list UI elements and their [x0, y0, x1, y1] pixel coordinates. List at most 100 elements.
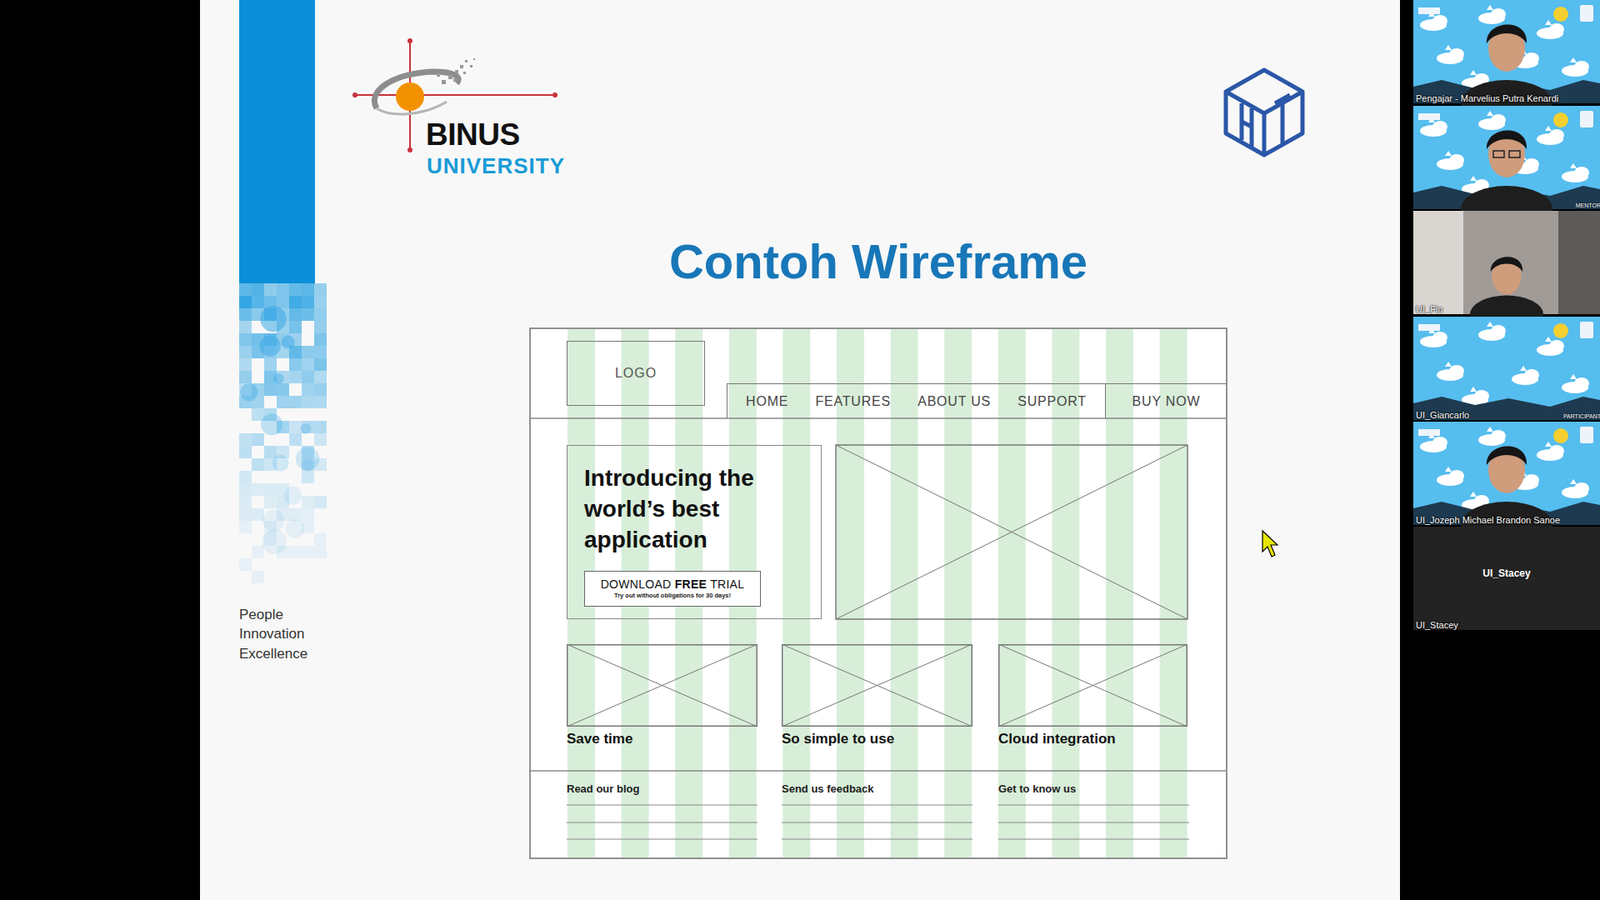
- video-tiles: [1570, 479, 1577, 485]
- wireframe-sheet: [1160, 329, 1188, 858]
- binus-emblem: [453, 78, 457, 82]
- video-tiles: [1580, 321, 1594, 339]
- participant-name: Pengajar - Marvelius Putra Kenardi: [1413, 93, 1561, 105]
- video-tiles: [1493, 150, 1505, 158]
- video-tiles: [1490, 325, 1506, 337]
- video-tiles: [1511, 365, 1540, 385]
- node-text: DOWNLOAD FREE TRIAL: [600, 578, 745, 591]
- blue-bar: [264, 445, 277, 459]
- blue-bar: [251, 458, 265, 471]
- blue-bar: [301, 358, 315, 371]
- video-tiles: [1574, 377, 1590, 390]
- blue-bar: [314, 545, 327, 559]
- video-tiles: [1478, 5, 1506, 25]
- blue-bar: [276, 295, 290, 309]
- video-tiles: [1486, 445, 1527, 465]
- video-tiles: [1445, 45, 1452, 50]
- blue-bar: [295, 446, 320, 471]
- video-tiles: [1549, 129, 1565, 141]
- video-tiles: [1490, 8, 1506, 20]
- blue-bar: [301, 345, 315, 359]
- video-tiles: [1470, 175, 1477, 181]
- video-tiles: [1436, 361, 1465, 381]
- binus-emblem: [407, 147, 413, 153]
- video-tiles: [1436, 45, 1465, 65]
- wireframe-sheet: [530, 328, 1227, 859]
- video-tiles: [1418, 7, 1440, 15]
- blue-bar: [281, 335, 295, 350]
- blue-bar: [314, 295, 327, 309]
- image-placeholder: [781, 644, 973, 727]
- blue-bar: [251, 408, 265, 421]
- video-tile: UI_GiancarloPARTICIPANT: [1413, 316, 1600, 422]
- blue-bar: [239, 445, 252, 459]
- blue-bar: [289, 320, 302, 334]
- wireframe-sheet: [998, 821, 1190, 823]
- video-tiles: [1549, 445, 1565, 457]
- blue-bar: [251, 283, 265, 296]
- video-tiles: [1490, 256, 1523, 272]
- video-tiles: [1432, 436, 1448, 449]
- blue-bar: [264, 358, 277, 371]
- video-tiles: [1570, 57, 1577, 63]
- image-cross: [998, 644, 1188, 727]
- wireframe-sheet: [781, 821, 973, 823]
- binus-emblem: [352, 92, 358, 98]
- video-tiles: [1486, 5, 1494, 10]
- blue-bar: [264, 383, 277, 396]
- blue-bar: [314, 333, 327, 346]
- mouse-cursor: [1262, 530, 1278, 557]
- node-text: LOGO: [615, 365, 657, 381]
- video-tiles: [1553, 112, 1569, 128]
- binus-emblem: [470, 65, 473, 68]
- video-tiles: [1449, 470, 1465, 482]
- blue-bar: [262, 510, 285, 532]
- blue-bar: [264, 483, 277, 496]
- blue-bar: [239, 345, 252, 359]
- nav-bar: HOMEFEATURESABOUT USSUPPORT: [726, 383, 1105, 419]
- blue-bar: [314, 358, 327, 371]
- blue-bar: [239, 483, 252, 496]
- blue-bar: [239, 320, 252, 334]
- blue-bar: [314, 533, 327, 546]
- image-cross: [781, 644, 973, 727]
- video-tiles: [1570, 374, 1577, 380]
- wireframe-sheet: [835, 445, 1188, 620]
- blue-bar: [239, 308, 252, 321]
- video-tiles: [1536, 125, 1565, 145]
- binus-emblem: [465, 60, 468, 63]
- role-tag: PARTICIPANT: [1560, 413, 1600, 422]
- feature-card: So simple to use: [781, 644, 976, 753]
- blue-bar: [272, 455, 290, 472]
- slide-title: Contoh Wireframe: [583, 233, 1174, 290]
- video-tiles: [1574, 482, 1590, 495]
- blue-bar: [260, 413, 283, 435]
- blue-bar: [289, 308, 302, 321]
- blue-bar: [251, 433, 265, 446]
- blue-bar: [239, 470, 252, 484]
- video-tiles: [1413, 316, 1600, 420]
- video-tiles: [1436, 150, 1465, 170]
- video-tiles: [1470, 491, 1477, 497]
- binus-emblem: [395, 82, 425, 111]
- video-tiles: [1413, 210, 1464, 315]
- blue-bar: [251, 545, 265, 559]
- himti-logo: [1225, 91, 1303, 114]
- blue-bar: [314, 345, 327, 359]
- blue-bar: [289, 395, 302, 409]
- buy-now-box: BUY NOW: [1105, 383, 1227, 419]
- binus-emblem: [448, 75, 453, 80]
- tagline: People Innovation Excellence: [239, 605, 326, 664]
- binus-emblem: [460, 65, 464, 69]
- video-tiles: [1490, 430, 1506, 442]
- blue-bar: [239, 295, 252, 309]
- video-tiles: [1524, 158, 1540, 170]
- logo-wordmark: BINUS: [425, 119, 520, 150]
- image-cross: [566, 644, 758, 727]
- blue-bar: [251, 508, 265, 521]
- role-tag: MENTOR: [1573, 202, 1600, 211]
- video-tiles: [1420, 328, 1448, 348]
- blue-bar: [251, 570, 265, 584]
- video-tiles: [1478, 321, 1506, 341]
